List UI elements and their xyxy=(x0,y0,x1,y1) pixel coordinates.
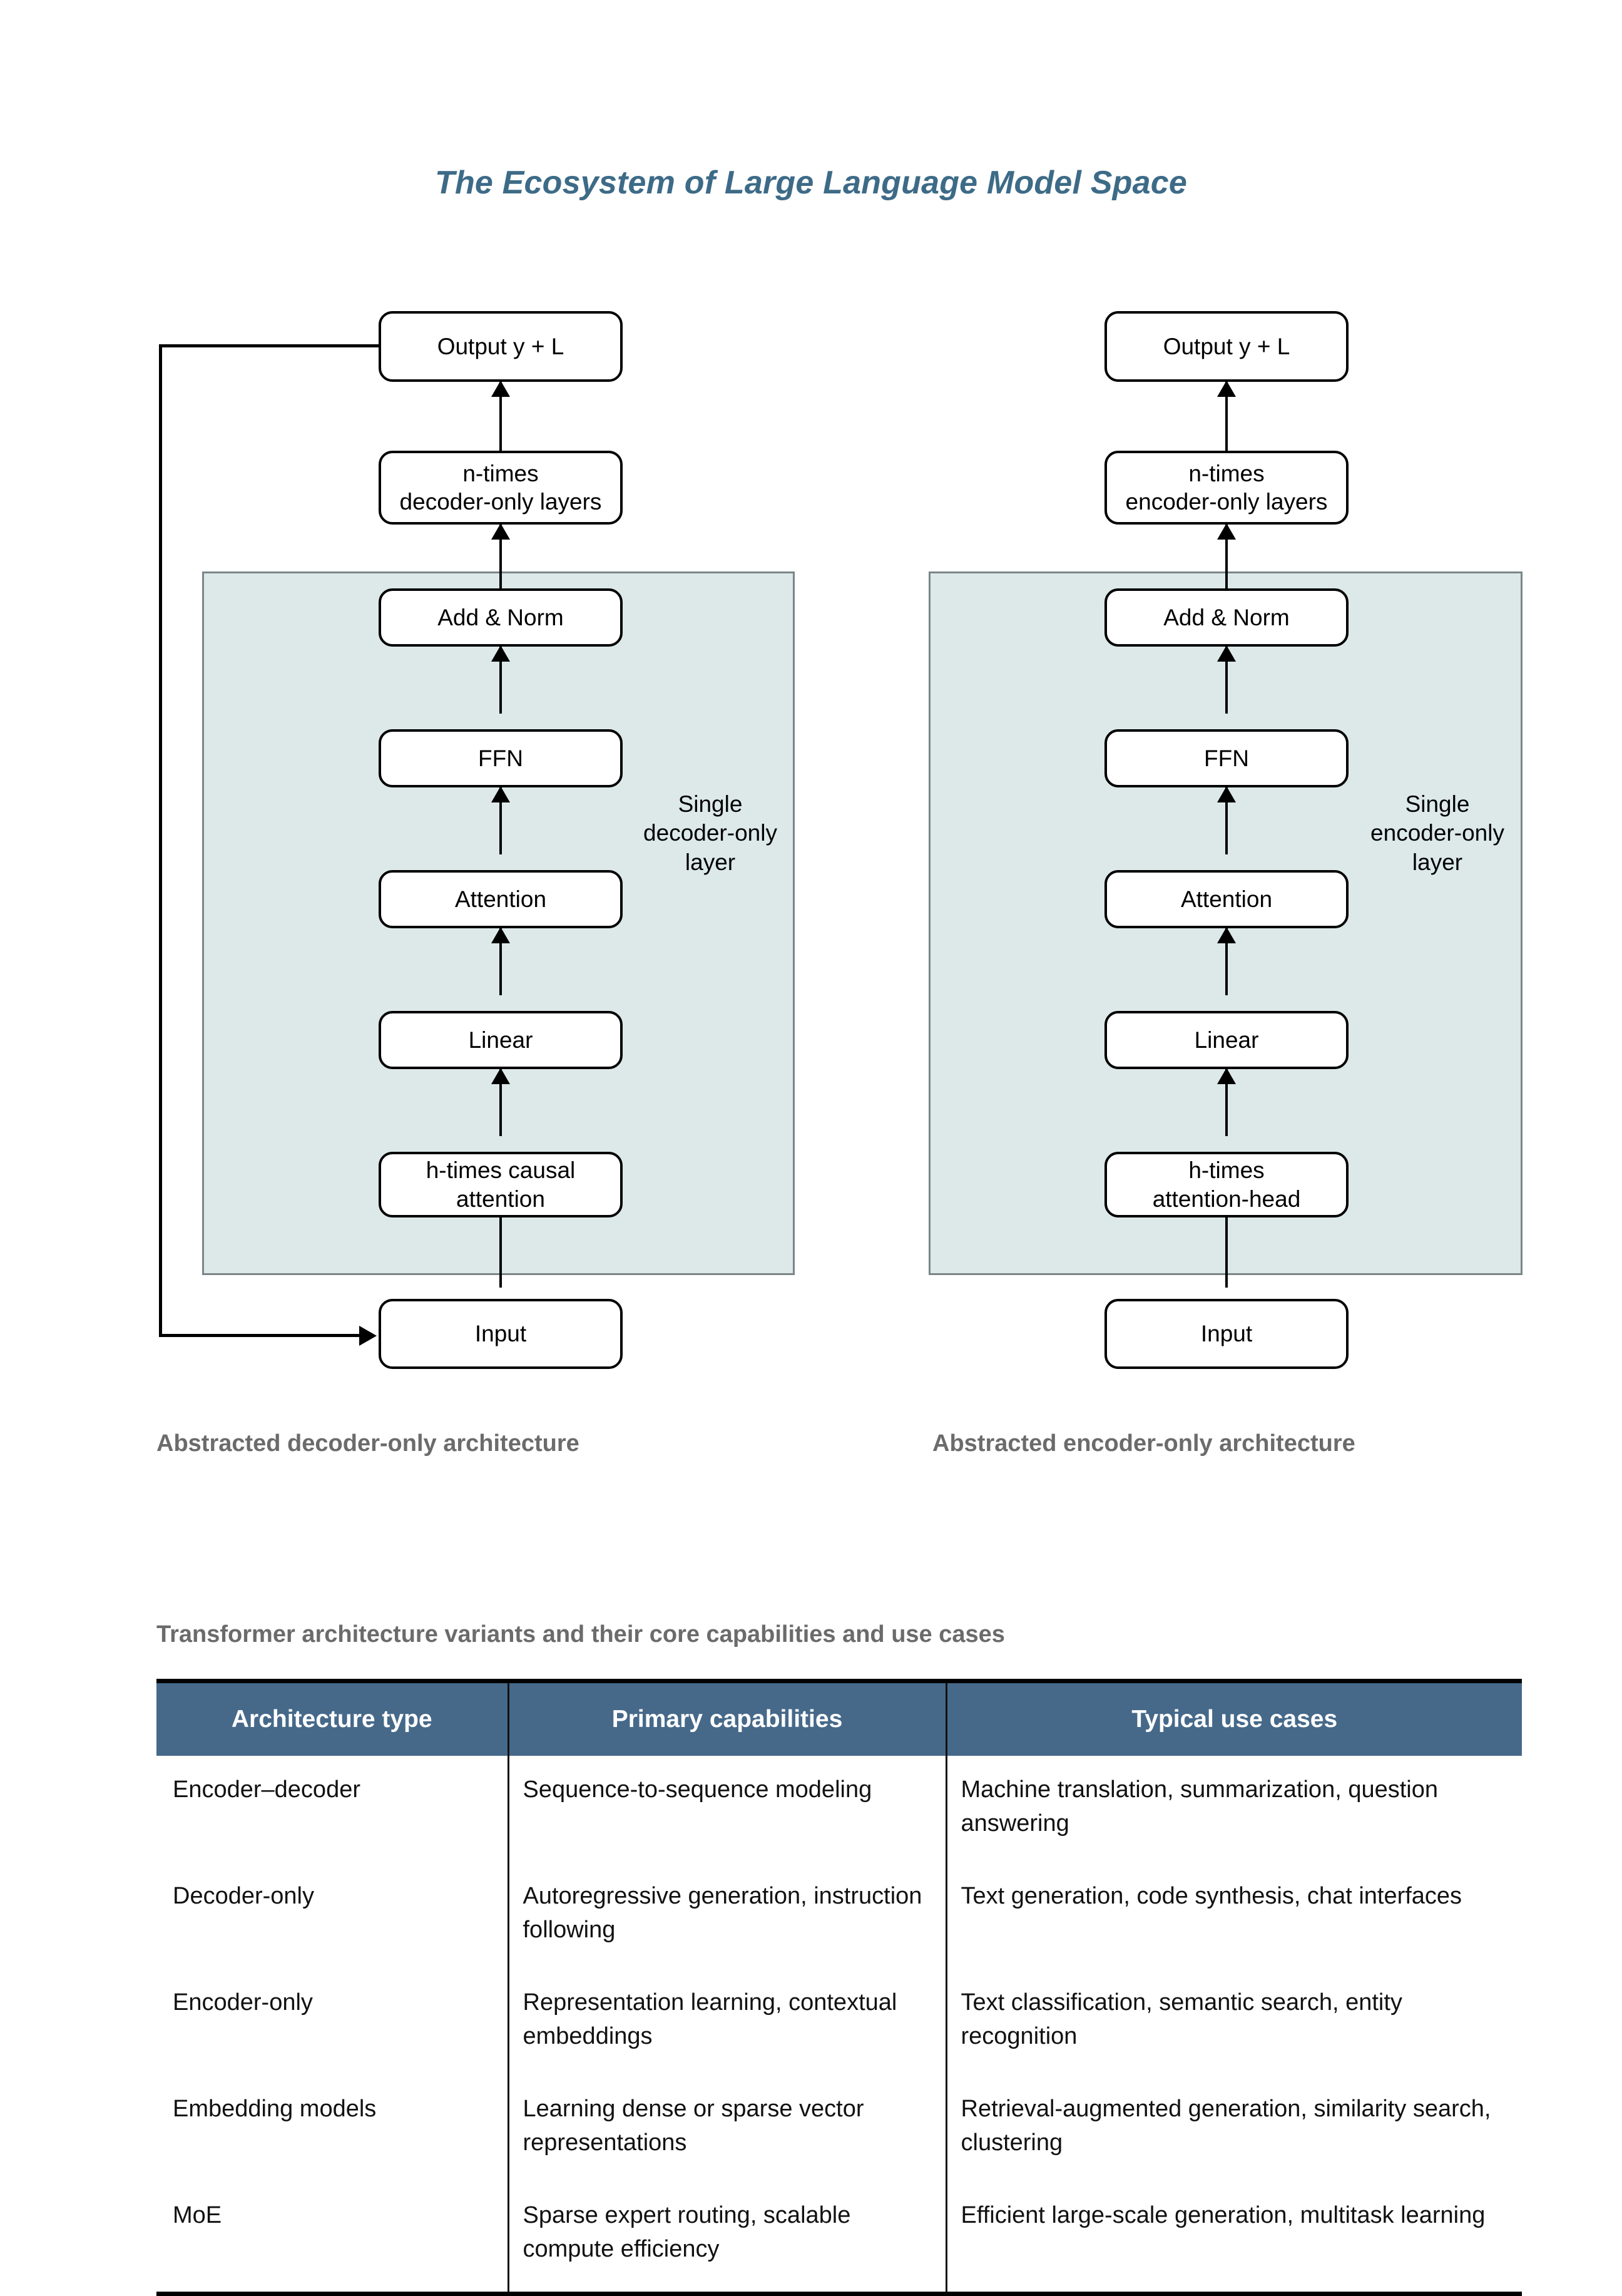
decoder-diagram-caption: Abstracted decoder-only architecture xyxy=(156,1430,579,1457)
cell-primary-capabilities: Representation learning, contextual embe… xyxy=(507,1968,947,2075)
single-decoder-layer-label: Single decoder-only layer xyxy=(643,791,777,875)
arrow-n-times-to-output xyxy=(491,381,510,451)
encoder-architecture-diagram: Output y + L n-times encoder-only layers… xyxy=(726,0,1622,1502)
table-row: Encoder-only Representation learning, co… xyxy=(156,1968,1522,2075)
node-linear[interactable]: Linear xyxy=(1104,1011,1349,1069)
node-ffn[interactable]: FFN xyxy=(1104,729,1349,787)
table-row: Embedding models Learning dense or spars… xyxy=(156,2074,1522,2181)
decoder-architecture-diagram: Output y + L n-times decoder-only layers… xyxy=(0,0,832,1502)
page-title: The Ecosystem of Large Language Model Sp… xyxy=(434,165,1187,201)
node-add-norm[interactable]: Add & Norm xyxy=(1104,588,1349,647)
cell-typical-use-cases: Efficient large-scale generation, multit… xyxy=(945,2181,1522,2294)
node-linear[interactable]: Linear xyxy=(379,1011,623,1069)
cell-architecture-type: Decoder-only xyxy=(156,1862,509,1969)
node-ffn[interactable]: FFN xyxy=(379,729,623,787)
arrow-attention-head-to-linear xyxy=(491,1068,510,1136)
cell-architecture-type: MoE xyxy=(156,2181,509,2294)
node-input[interactable]: Input xyxy=(1104,1299,1349,1369)
feedback-loop-arrowhead xyxy=(359,1326,377,1346)
feedback-loop-left-segment xyxy=(159,344,162,1337)
arrow-ffn-to-add-norm xyxy=(491,645,510,714)
table-row: Encoder–decoder Sequence-to-sequence mod… xyxy=(156,1756,1522,1862)
cell-typical-use-cases: Text classification, semantic search, en… xyxy=(945,1968,1522,2075)
node-n-times-layers[interactable]: n-times encoder-only layers xyxy=(1104,451,1349,525)
cell-primary-capabilities: Learning dense or sparse vector represen… xyxy=(507,2074,947,2181)
cell-primary-capabilities: Sparse expert routing, scalable compute … xyxy=(507,2181,947,2294)
feedback-loop-top-segment xyxy=(159,344,379,347)
table-caption: Transformer architecture variants and th… xyxy=(156,1621,1005,1648)
cell-typical-use-cases: Retrieval-augmented generation, similari… xyxy=(945,2074,1522,2181)
arrow-add-norm-to-n-times xyxy=(1217,523,1236,595)
table-row: Decoder-only Autoregressive generation, … xyxy=(156,1862,1522,1969)
arrow-add-norm-to-n-times xyxy=(491,523,510,595)
cell-typical-use-cases: Text generation, code synthesis, chat in… xyxy=(945,1862,1522,1969)
arrow-attention-head-to-linear xyxy=(1217,1068,1236,1136)
node-attention[interactable]: Attention xyxy=(1104,870,1349,928)
architecture-variants-table: Architecture type Primary capabilities T… xyxy=(156,1679,1522,2296)
arrow-linear-to-attention xyxy=(1217,927,1236,995)
cell-primary-capabilities: Autoregressive generation, instruction f… xyxy=(507,1862,947,1969)
node-attention-head[interactable]: h-times attention-head xyxy=(1104,1152,1349,1217)
node-input[interactable]: Input xyxy=(379,1299,623,1369)
arrow-ffn-to-add-norm xyxy=(1217,645,1236,714)
encoder-diagram-caption: Abstracted encoder-only architecture xyxy=(932,1430,1355,1457)
table-header-row: Architecture type Primary capabilities T… xyxy=(156,1681,1522,1756)
arrow-attention-to-ffn xyxy=(1217,786,1236,854)
arrow-attention-to-ffn xyxy=(491,786,510,854)
table-row: MoE Sparse expert routing, scalable comp… xyxy=(156,2181,1522,2294)
node-attention[interactable]: Attention xyxy=(379,870,623,928)
single-encoder-layer-label: Single encoder-only layer xyxy=(1370,791,1504,875)
node-attention-head[interactable]: h-times causal attention xyxy=(379,1152,623,1217)
node-output[interactable]: Output y + L xyxy=(1104,311,1349,382)
arrow-n-times-to-output xyxy=(1217,381,1236,451)
column-header-typical-use-cases[interactable]: Typical use cases xyxy=(945,1681,1522,1756)
cell-architecture-type: Encoder–decoder xyxy=(156,1756,509,1862)
arrow-linear-to-attention xyxy=(491,927,510,995)
feedback-loop-bottom-segment xyxy=(159,1334,360,1337)
column-header-primary-capabilities[interactable]: Primary capabilities xyxy=(507,1681,947,1756)
node-output[interactable]: Output y + L xyxy=(379,311,623,382)
node-n-times-layers[interactable]: n-times decoder-only layers xyxy=(379,451,623,525)
column-header-architecture-type[interactable]: Architecture type xyxy=(156,1681,509,1756)
cell-primary-capabilities: Sequence-to-sequence modeling xyxy=(507,1756,947,1862)
cell-architecture-type: Encoder-only xyxy=(156,1968,509,2075)
node-add-norm[interactable]: Add & Norm xyxy=(379,588,623,647)
cell-architecture-type: Embedding models xyxy=(156,2074,509,2181)
cell-typical-use-cases: Machine translation, summarization, ques… xyxy=(945,1756,1522,1862)
